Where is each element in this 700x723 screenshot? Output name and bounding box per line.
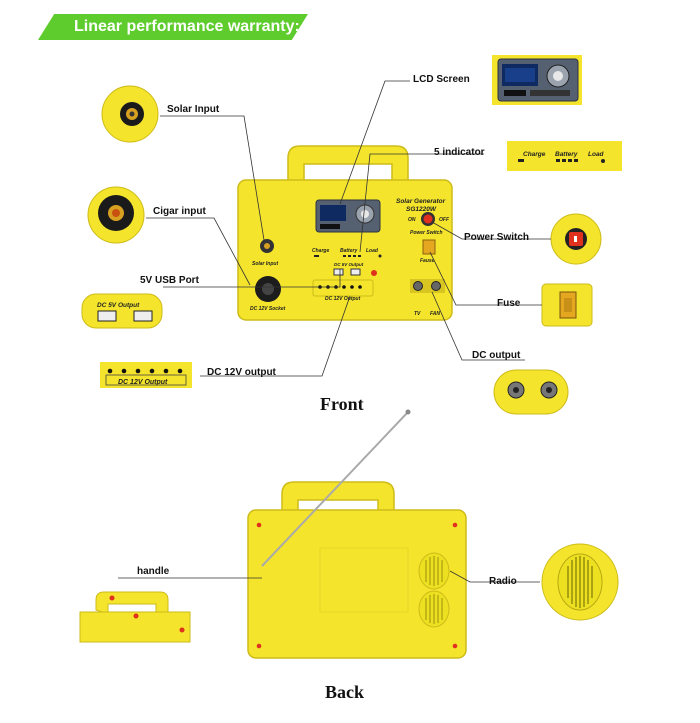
- indicator-detail: Charge Battery Load: [507, 141, 622, 171]
- warranty-banner: Linear performance warranty:: [38, 14, 308, 40]
- off-label: OFF: [439, 217, 450, 223]
- dc12v-output-caption: DC 12V Output: [325, 296, 361, 302]
- fuse-detail: [541, 283, 593, 327]
- front-device: Solar Generator SG1220W ON OFF Power Swi…: [237, 145, 453, 321]
- fause-caption: Fause: [420, 258, 435, 264]
- cigar-input-detail: [87, 186, 145, 244]
- dc12v-output-label: DC 12V output: [207, 367, 276, 378]
- banner-text: Linear performance warranty:: [74, 18, 300, 35]
- solar-input-label: Solar Input: [167, 104, 220, 115]
- radio-detail: [541, 543, 619, 621]
- cigar-input-label: Cigar input: [153, 206, 206, 217]
- radio-label: Radio: [489, 576, 517, 587]
- battery-caption: Battery: [340, 248, 357, 254]
- back-leader-lines: [118, 570, 540, 583]
- lcd-screen-label: LCD Screen: [413, 74, 470, 85]
- dc-output-detail: [493, 369, 569, 415]
- fuse-label: Fuse: [497, 298, 521, 309]
- power-switch-detail: [550, 213, 602, 265]
- dc12v-output-detail: DC 12V Output: [100, 362, 192, 388]
- back-title: Back: [325, 682, 365, 702]
- handle-detail: [79, 591, 191, 643]
- dc12v-socket-caption: DC 12V Socket: [250, 306, 286, 312]
- indicator-label: 5 indicator: [434, 147, 485, 158]
- indicator-load: Load: [588, 151, 605, 158]
- lcd-screen-detail: [492, 55, 582, 105]
- indicator-battery: Battery: [555, 151, 578, 158]
- usb-port-detail: DC 5V Output: [81, 293, 163, 329]
- model-line1: Solar Generator: [396, 198, 446, 205]
- power-switch-caption: Power Switch: [410, 230, 443, 236]
- solar-input-detail: [101, 85, 159, 143]
- model-line2: SG1220W: [406, 206, 437, 213]
- power-switch-label: Power Switch: [464, 232, 530, 243]
- usb-port-label: 5V USB Port: [140, 275, 199, 286]
- front-title: Front: [320, 394, 364, 414]
- usb-detail-caption: DC 5V Output: [97, 302, 140, 309]
- dc5v-caption: DC 5V Output: [334, 262, 364, 267]
- dc-output-label: DC output: [472, 350, 521, 361]
- load-caption: Load: [366, 248, 379, 254]
- fan-caption: FAN: [430, 311, 440, 317]
- indicator-charge: Charge: [523, 151, 546, 158]
- back-device: [247, 409, 467, 659]
- dc12v-detail-caption: DC 12V Output: [118, 379, 168, 386]
- front-leader-lines: [146, 80, 551, 377]
- tv-caption: TV: [414, 311, 421, 317]
- handle-label: handle: [137, 566, 170, 577]
- charge-caption: Charge: [312, 248, 329, 254]
- solar-input-caption: Solar Input: [252, 261, 278, 267]
- on-label: ON: [408, 217, 416, 223]
